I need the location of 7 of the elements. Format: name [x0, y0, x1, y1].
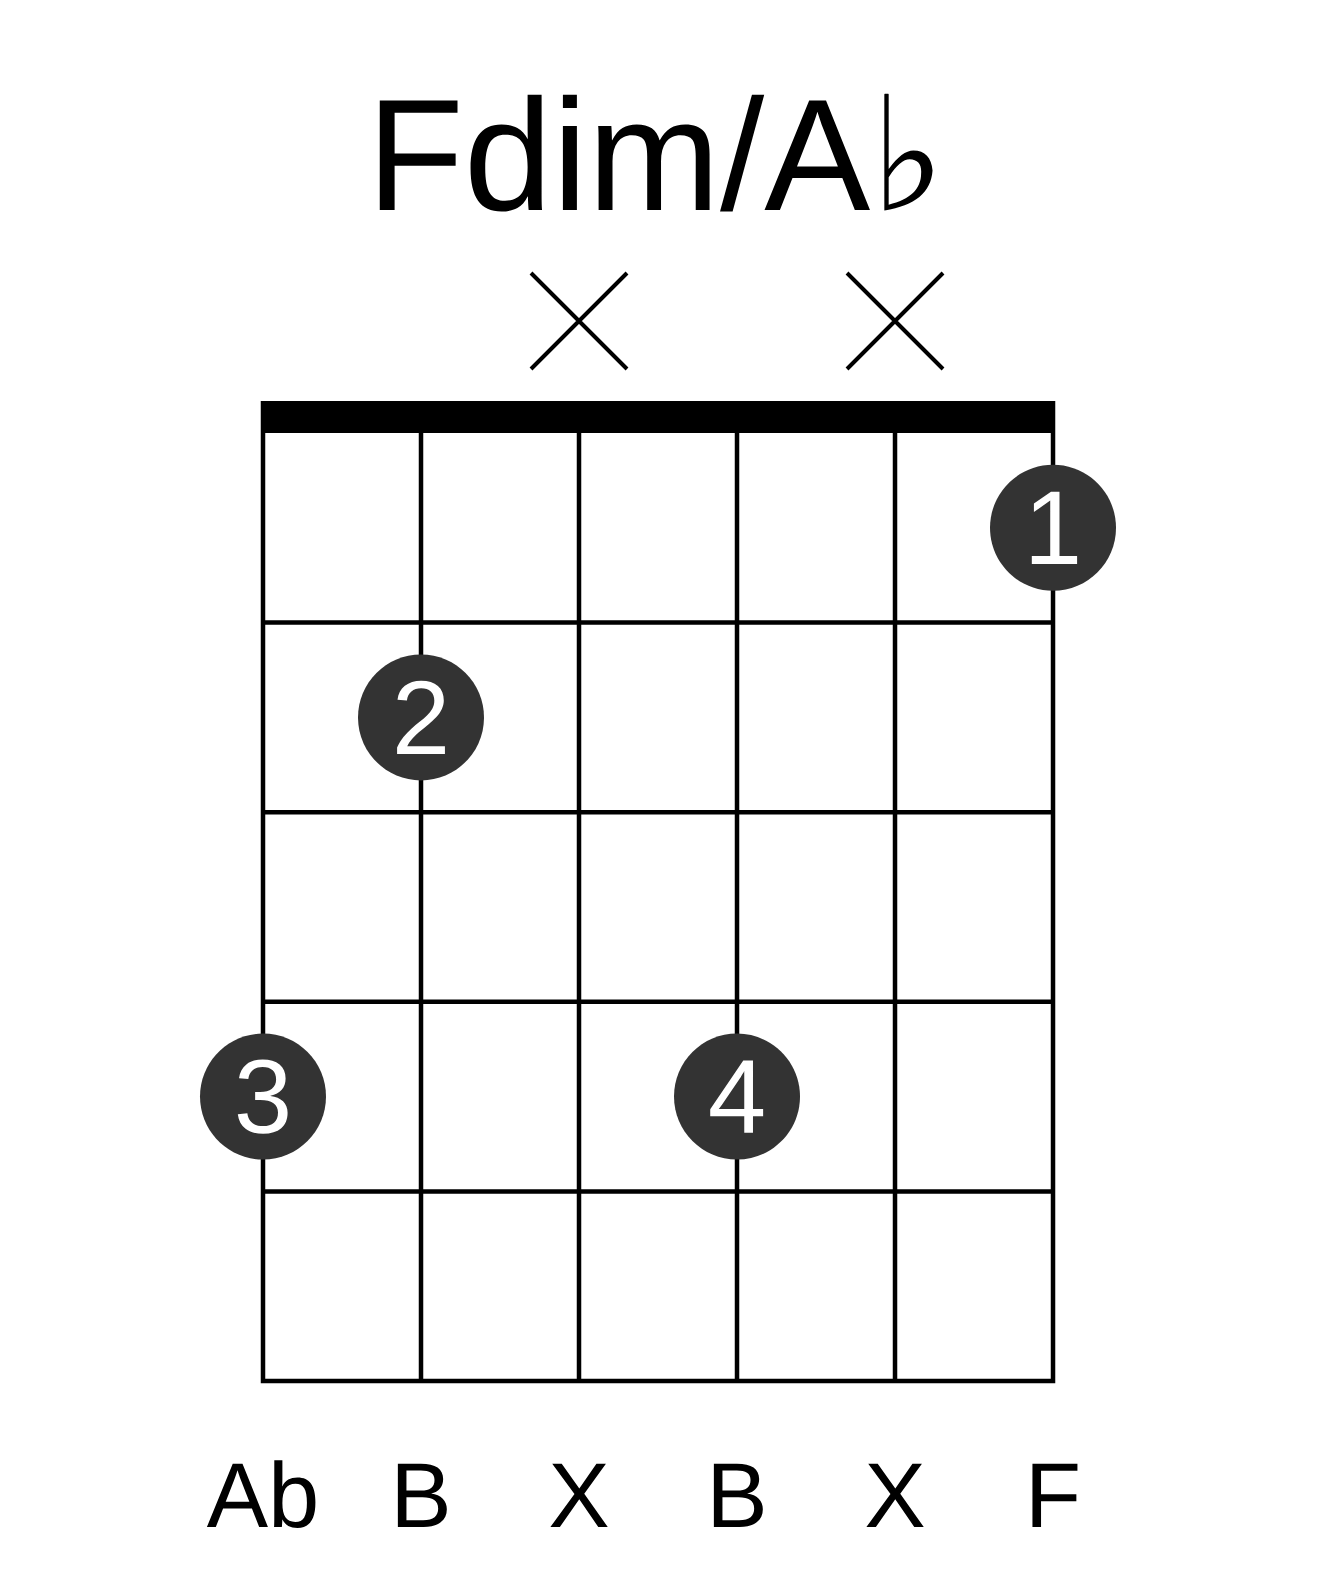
string-note-label: B: [397, 1463, 447, 1527]
string-note-label: Ab: [206, 1460, 316, 1528]
string-note-label: F: [1032, 1463, 1078, 1527]
string-note-label: X: [550, 1463, 608, 1527]
chord-title: Fdim/A♭: [379, 93, 933, 212]
string-note-label: X: [866, 1463, 924, 1527]
string-note-label: B: [713, 1463, 763, 1527]
